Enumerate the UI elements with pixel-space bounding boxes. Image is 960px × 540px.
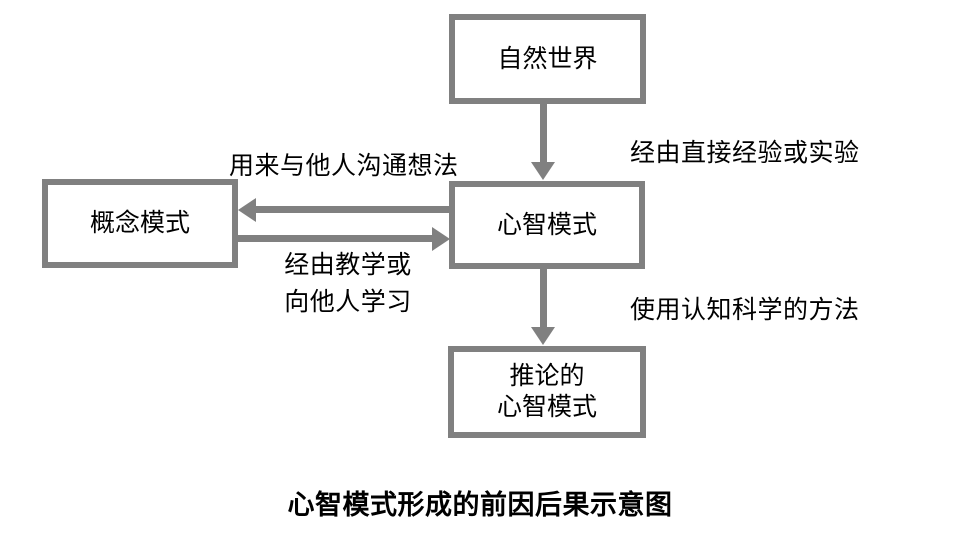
edge-label-communicate-ideas: 用来与他人沟通想法 bbox=[229, 152, 459, 180]
edge-label-direct-experience: 经由直接经验或实验 bbox=[630, 139, 860, 167]
arrow-down-icon bbox=[531, 327, 555, 345]
arrow-down-icon bbox=[531, 162, 555, 180]
box-mental-model: 心智模式 bbox=[449, 181, 645, 269]
arrow-natural-to-mental-stem bbox=[540, 104, 547, 164]
arrow-mental-to-conceptual-stem bbox=[254, 206, 450, 213]
box-conceptual-model: 概念模式 bbox=[42, 179, 238, 268]
box-conceptual-model-label: 概念模式 bbox=[89, 209, 190, 237]
arrow-mental-to-inferred-stem bbox=[540, 269, 547, 329]
arrow-right-icon bbox=[432, 227, 450, 251]
arrow-left-icon bbox=[238, 198, 256, 222]
edge-label-teaching-learning: 经由教学或 向他人学习 bbox=[277, 247, 419, 321]
box-natural-world: 自然世界 bbox=[449, 14, 646, 104]
arrow-conceptual-to-mental-stem bbox=[238, 235, 434, 242]
edge-label-teaching-line2: 向他人学习 bbox=[284, 288, 412, 316]
diagram-title: 心智模式形成的前因后果示意图 bbox=[287, 490, 673, 520]
box-inferred-mental-model: 推论的 心智模式 bbox=[448, 346, 646, 438]
box-mental-model-label: 心智模式 bbox=[496, 210, 597, 239]
edge-label-teaching-line1: 经由教学或 bbox=[284, 251, 412, 279]
box-inferred-mental-model-label-line2: 心智模式 bbox=[496, 393, 597, 421]
edge-label-cognitive-science: 使用认知科学的方法 bbox=[630, 296, 860, 324]
box-inferred-mental-model-label-line1: 推论的 bbox=[509, 362, 585, 390]
box-natural-world-label: 自然世界 bbox=[497, 44, 598, 73]
